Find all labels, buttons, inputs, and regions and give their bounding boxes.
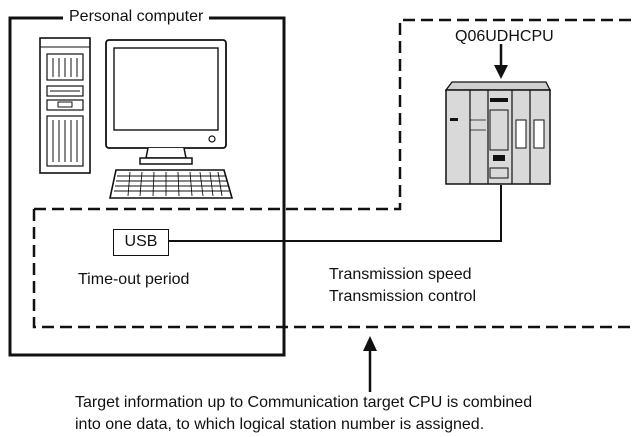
transmission-speed-label: Transmission speed: [329, 266, 472, 283]
dashed-region-lower: [32, 18, 632, 329]
keyboard-icon: [109, 169, 234, 199]
note-line-2: into one data, to which logical station …: [75, 416, 485, 433]
note-pointer-arrow: [363, 336, 377, 392]
transmission-control-label: Transmission control: [329, 288, 477, 305]
cpu-pointer-arrow: [494, 44, 508, 79]
monitor-icon: [105, 39, 227, 165]
plc-cpu-module-icon: [444, 81, 552, 185]
cpu-model-label: Q06UDHCPU: [455, 28, 554, 45]
personal-computer-label: Personal computer: [63, 8, 210, 26]
usb-port-label: USB: [113, 229, 169, 256]
desktop-tower-icon: [39, 37, 91, 174]
timeout-label: Time-out period: [78, 271, 190, 288]
note-line-1: Target information up to Communication t…: [75, 394, 533, 411]
usb-cable: [169, 185, 502, 242]
